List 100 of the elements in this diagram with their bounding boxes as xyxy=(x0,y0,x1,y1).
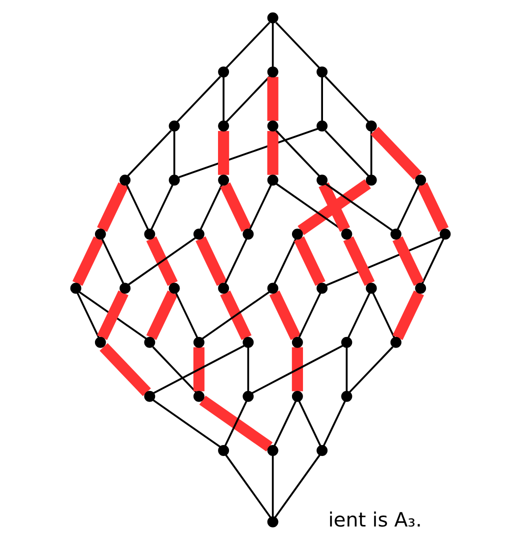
label: ient is A₃. xyxy=(328,508,422,532)
connector xyxy=(324,76,369,122)
node-dot xyxy=(94,336,106,348)
node-dot xyxy=(365,120,376,132)
node-dot xyxy=(266,282,278,294)
connector xyxy=(152,346,196,393)
node-dot xyxy=(291,336,302,348)
connector xyxy=(146,236,178,286)
node-dot xyxy=(119,174,130,186)
connector xyxy=(96,290,128,340)
connector xyxy=(174,292,198,338)
node-dot xyxy=(218,120,229,132)
connector xyxy=(96,182,128,232)
node-dot xyxy=(144,336,155,348)
node-dot xyxy=(192,336,204,348)
connector xyxy=(146,290,178,340)
connector xyxy=(125,184,148,230)
node-dot xyxy=(316,282,328,294)
connector xyxy=(220,182,252,232)
connector xyxy=(225,22,270,68)
connector xyxy=(152,399,220,448)
node-dot xyxy=(266,445,278,456)
connector xyxy=(291,347,302,392)
connector xyxy=(271,455,274,517)
node-dot xyxy=(168,174,180,186)
connector xyxy=(172,130,175,175)
connector xyxy=(99,343,150,396)
node-dot xyxy=(266,12,278,24)
connector xyxy=(224,238,247,284)
connector xyxy=(201,291,270,340)
node-dot xyxy=(168,120,180,132)
connector xyxy=(76,292,100,338)
node-dot xyxy=(340,336,352,348)
node-dot xyxy=(218,174,229,186)
connector xyxy=(192,347,204,392)
node-dot xyxy=(266,66,278,78)
node-dot xyxy=(266,516,278,528)
node-dot xyxy=(218,66,229,78)
node-dot xyxy=(192,228,204,240)
node-dot xyxy=(291,390,302,402)
connector xyxy=(248,184,272,230)
node-dot xyxy=(94,228,106,240)
node-dot xyxy=(365,174,376,186)
node-dot xyxy=(390,228,401,240)
connector xyxy=(420,238,444,284)
node-dot xyxy=(70,282,81,294)
connector xyxy=(195,236,226,286)
connector xyxy=(298,400,321,446)
connector xyxy=(72,236,104,286)
connector xyxy=(150,184,174,230)
connector xyxy=(370,130,372,175)
connector xyxy=(225,76,270,122)
connector xyxy=(176,76,220,122)
node-dot xyxy=(414,282,426,294)
node-dot xyxy=(242,336,254,348)
connector xyxy=(320,76,322,121)
connector xyxy=(199,184,222,230)
node-dot xyxy=(316,66,328,78)
connector xyxy=(372,292,395,338)
node-dot xyxy=(242,390,254,402)
connector xyxy=(348,346,393,393)
connector xyxy=(392,290,424,340)
connector xyxy=(271,22,274,67)
connector xyxy=(218,130,229,175)
connector xyxy=(273,238,296,284)
connector xyxy=(342,236,374,286)
connector xyxy=(392,236,424,286)
connector xyxy=(273,400,296,446)
node-dot xyxy=(316,174,328,186)
connector xyxy=(396,184,420,230)
connector xyxy=(345,347,348,392)
connector xyxy=(152,344,244,394)
connector xyxy=(324,183,393,232)
node-dot xyxy=(218,445,229,456)
node-dot xyxy=(340,228,352,240)
connector xyxy=(224,400,247,446)
connector xyxy=(416,182,448,232)
node-dot xyxy=(414,174,426,186)
node-dot xyxy=(242,228,254,240)
connector xyxy=(370,126,422,180)
node-dot xyxy=(316,120,328,132)
node-dot xyxy=(266,120,278,132)
connector xyxy=(100,238,124,284)
node-dot xyxy=(144,228,155,240)
connector xyxy=(224,454,271,518)
connector xyxy=(322,400,346,446)
node-dot xyxy=(218,282,229,294)
node-dot xyxy=(340,390,352,402)
node-dot xyxy=(192,390,204,402)
node-dot xyxy=(390,336,401,348)
connector xyxy=(266,130,278,175)
connector xyxy=(347,292,370,338)
connector xyxy=(126,130,172,177)
connector xyxy=(78,291,146,340)
node-dot xyxy=(365,282,376,294)
connector xyxy=(298,292,321,338)
node-dot xyxy=(291,228,302,240)
node-dot xyxy=(119,282,130,294)
node-dot xyxy=(144,390,155,402)
connector xyxy=(274,130,320,177)
